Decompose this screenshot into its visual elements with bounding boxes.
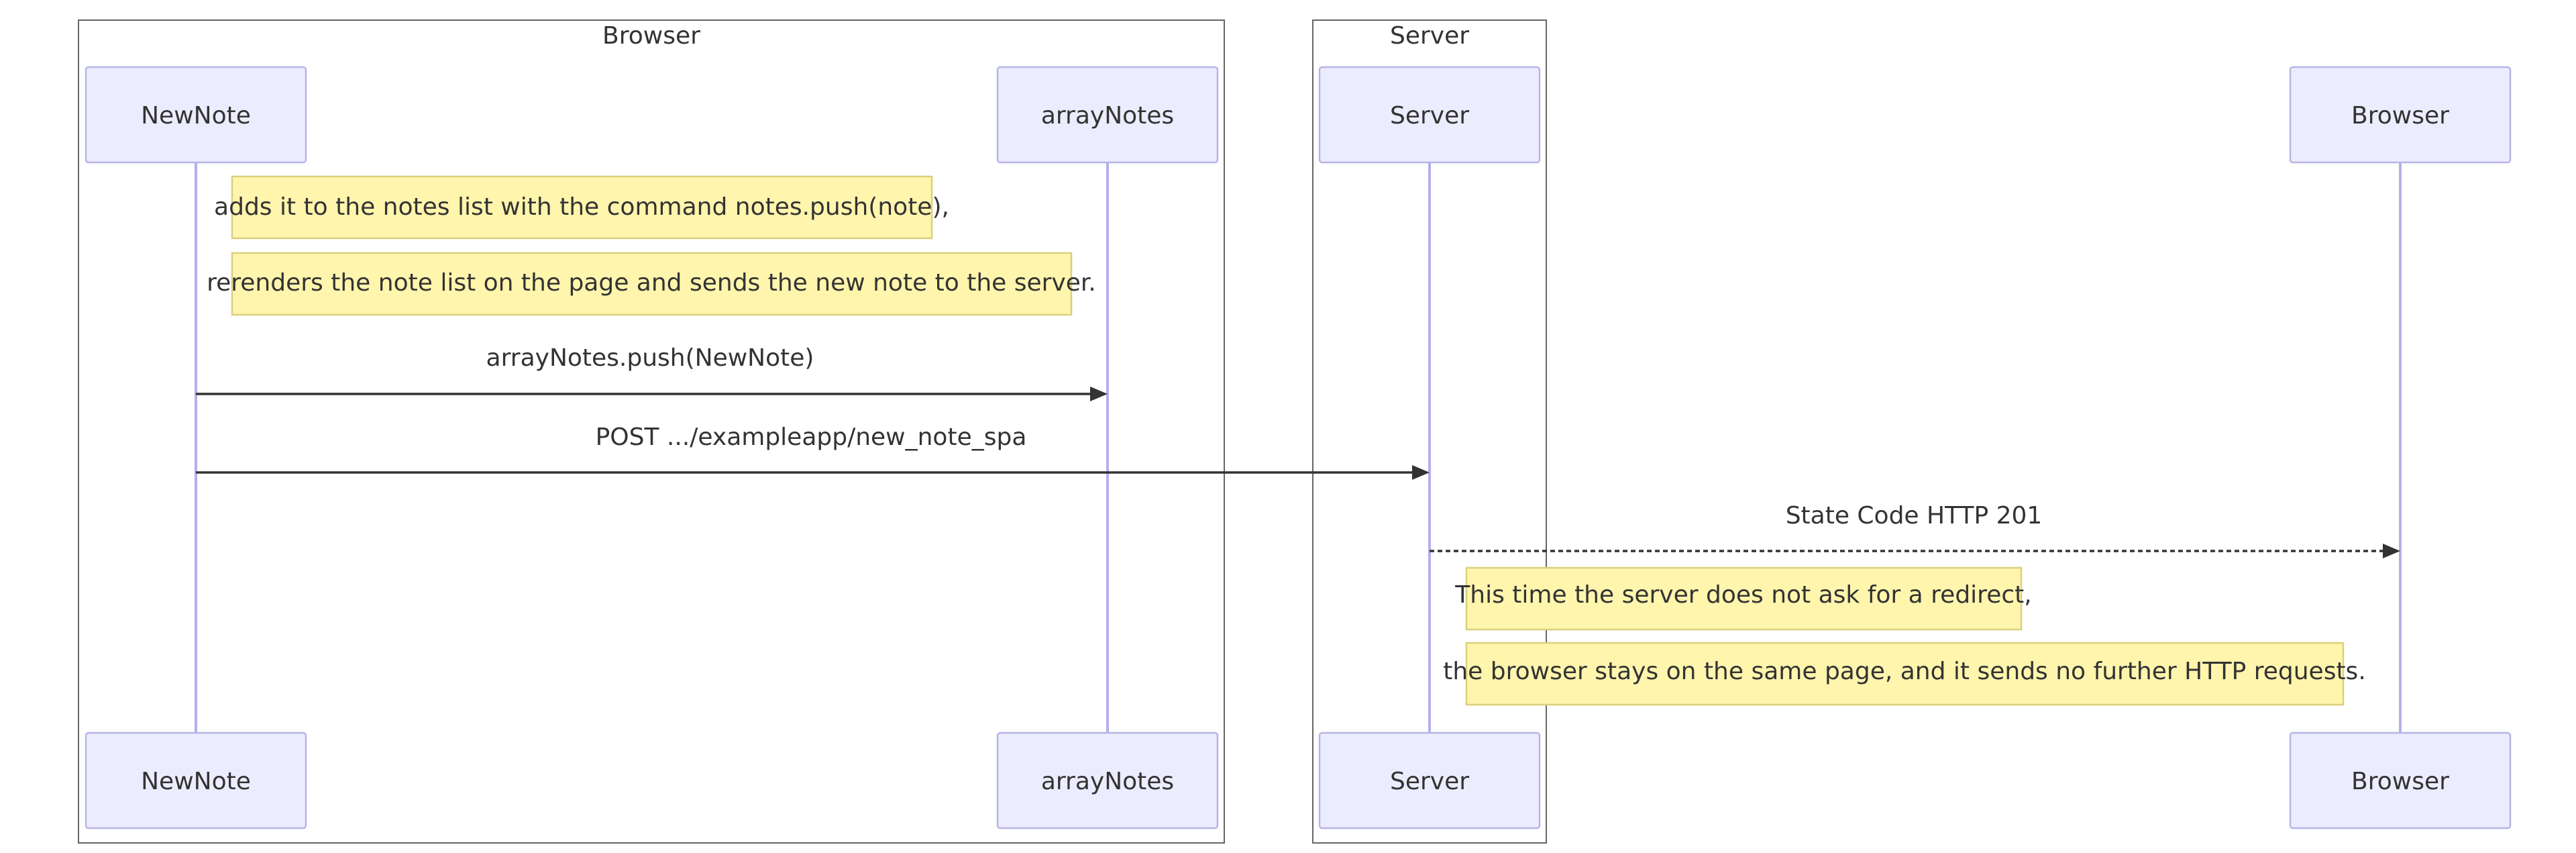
note-2: rerenders the note list on the page and …: [207, 252, 1096, 316]
server-group-label: Server: [1390, 22, 1469, 50]
actor-arraynotes-top: arrayNotes: [996, 66, 1219, 164]
actor-newnote-bottom: NewNote: [85, 732, 307, 830]
note-2-text: rerenders the note list on the page and …: [207, 269, 1096, 297]
actor-server-bottom: Server: [1318, 732, 1541, 830]
message-1-arrowhead: [1090, 387, 1108, 401]
note-4-text: the browser stays on the same page, and …: [1443, 658, 2366, 685]
browser-group-box: [78, 19, 1225, 844]
note-3-text: This time the server does not ask for a …: [1454, 581, 2031, 609]
actor-server-bottom-label: Server: [1390, 768, 1469, 795]
message-3-label: State Code HTTP 201: [1786, 502, 2043, 530]
actor-newnote-top: NewNote: [85, 66, 307, 164]
actor-newnote-label: NewNote: [141, 102, 251, 130]
actor-browser-bottom-label: Browser: [2351, 768, 2449, 795]
actor-arraynotes-label: arrayNotes: [1041, 102, 1174, 130]
note-1: adds it to the notes list with the comma…: [214, 175, 949, 240]
browser-group-label: Browser: [602, 22, 700, 50]
message-2-label: POST .../exampleapp/new_note_spa: [596, 423, 1027, 451]
actor-browser-top: Browser: [2289, 66, 2512, 164]
note-3: This time the server does not ask for a …: [1454, 566, 2032, 631]
message-3-arrowhead: [2383, 544, 2400, 558]
actor-browser-label: Browser: [2351, 102, 2449, 130]
actor-browser-bottom: Browser: [2289, 732, 2512, 830]
actor-arraynotes-bottom-label: arrayNotes: [1041, 768, 1174, 795]
actor-arraynotes-bottom: arrayNotes: [996, 732, 1219, 830]
actor-newnote-bottom-label: NewNote: [141, 768, 251, 795]
message-1-label: arrayNotes.push(NewNote): [486, 344, 814, 372]
message-2-arrowhead: [1412, 465, 1430, 480]
note-1-text: adds it to the notes list with the comma…: [214, 193, 949, 221]
actor-server-top: Server: [1318, 66, 1541, 164]
actor-server-label: Server: [1390, 102, 1469, 130]
server-group-box: [1312, 19, 1547, 844]
note-4: the browser stays on the same page, and …: [1443, 642, 2366, 706]
